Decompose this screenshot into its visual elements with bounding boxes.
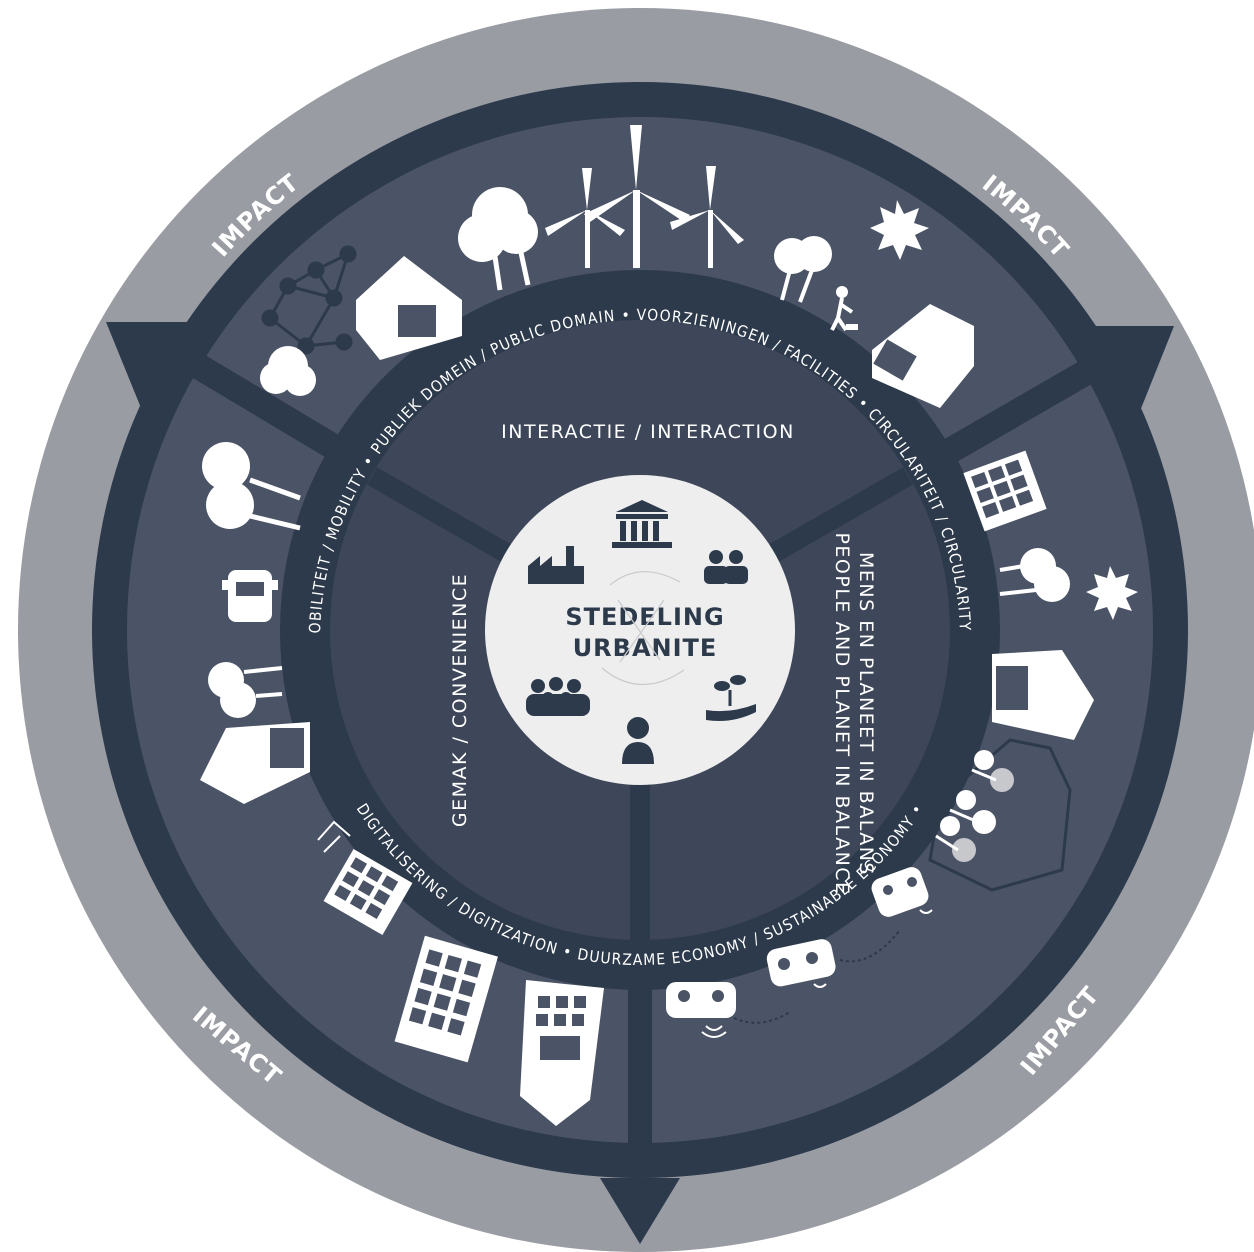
tree-icon xyxy=(774,236,832,303)
factory-icon xyxy=(528,546,584,584)
network-icon xyxy=(261,245,357,355)
arrow-bottom-icon xyxy=(600,1178,680,1244)
house-icon xyxy=(992,650,1094,740)
tree-icon xyxy=(202,442,301,531)
business-people-icon xyxy=(704,550,748,584)
museum-icon xyxy=(612,500,672,548)
tree-icon xyxy=(458,187,538,291)
arrow-left-icon xyxy=(106,322,232,430)
arrow-right-icon xyxy=(1048,326,1174,436)
robot-car-icon xyxy=(766,939,836,987)
core-arrows xyxy=(601,571,685,686)
house-icon xyxy=(356,256,462,360)
group-icon xyxy=(526,677,590,716)
sector-label-right-2: PEOPLE AND PLANET IN BALANCE xyxy=(831,532,853,895)
wind-turbine-icon xyxy=(545,125,744,268)
signal-icon xyxy=(701,909,933,1038)
core-title-line1: STEDELING xyxy=(565,603,724,631)
robot-car-icon xyxy=(871,867,929,917)
house-icon xyxy=(200,722,310,804)
robot-car-icon xyxy=(666,982,736,1018)
apartment-icon xyxy=(323,849,413,935)
sector-label-top: INTERACTIE / INTERACTION xyxy=(501,421,795,443)
plant-in-hand-icon xyxy=(706,675,756,721)
tree-icon xyxy=(935,750,1014,862)
outline-house-icon xyxy=(928,738,1072,892)
person-icon xyxy=(622,717,654,764)
apartment-icon xyxy=(520,980,604,1126)
solar-panel-icon xyxy=(963,450,1047,532)
walker-with-dog-icon xyxy=(830,286,858,332)
sun-icon xyxy=(1086,566,1138,620)
car-icon xyxy=(222,570,278,622)
tree-icon xyxy=(999,548,1070,602)
sector-label-right-1: MENS EN PLANEET IN BALANS xyxy=(855,552,877,876)
apartment-icon xyxy=(394,935,498,1063)
sector-label-left: GEMAK / CONVENIENCE xyxy=(449,573,471,827)
tree-icon xyxy=(208,662,283,718)
bench-icon xyxy=(317,820,351,853)
sun-icon xyxy=(870,200,929,260)
tree-icon xyxy=(260,346,316,396)
house-icon xyxy=(872,304,974,408)
